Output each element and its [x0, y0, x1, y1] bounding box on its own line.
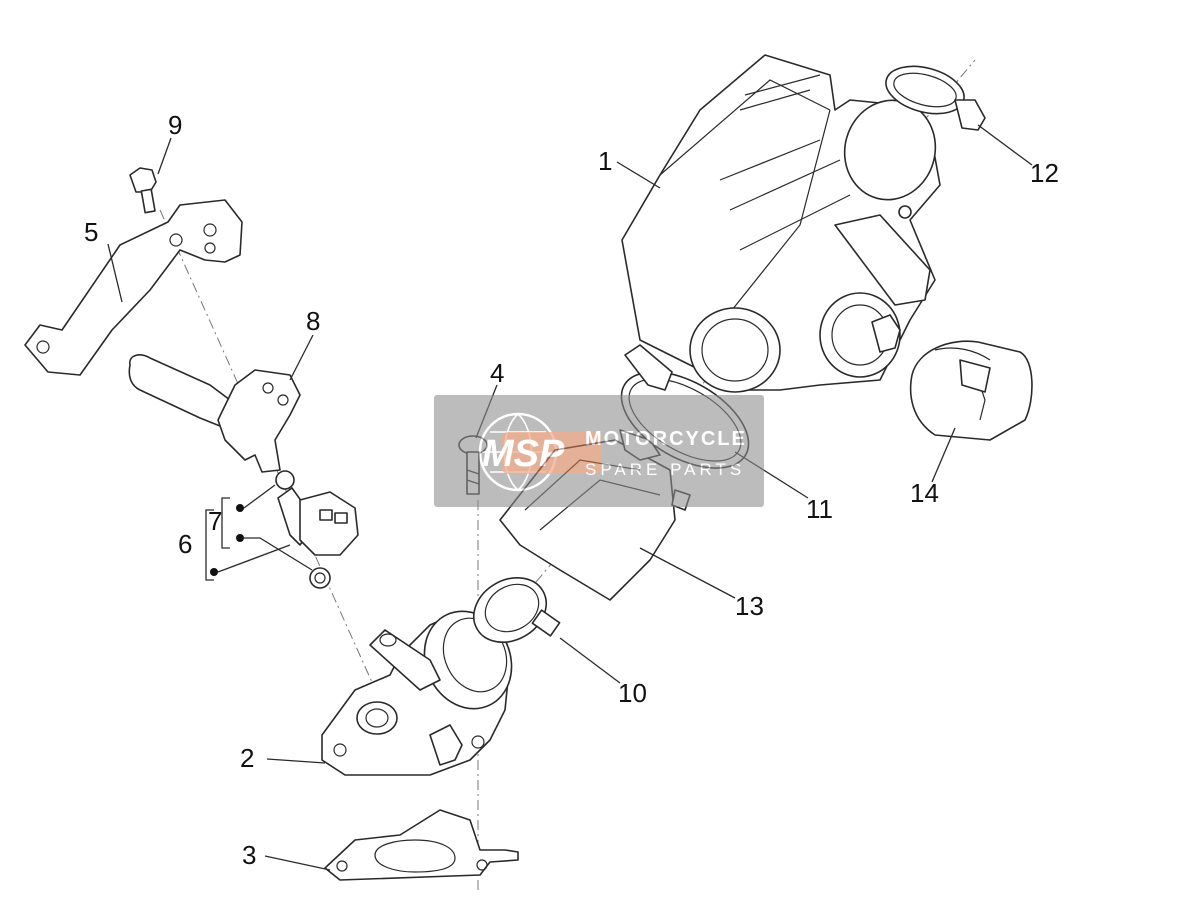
- callout-3: 3: [242, 840, 256, 870]
- part-1-throttle-body: [621, 54, 941, 393]
- watermark-logo: MSP: [482, 433, 565, 475]
- part-6-injector: [277, 487, 359, 589]
- callout-12: 12: [1030, 158, 1059, 188]
- part-3-gasket: [324, 809, 519, 881]
- part-8-sensor: [128, 354, 301, 490]
- group-bracket-6-7: [205, 484, 313, 581]
- callout-5: 5: [84, 217, 98, 247]
- callout-6: 6: [178, 529, 192, 559]
- callout-4: 4: [490, 358, 504, 388]
- callout-9: 9: [168, 110, 182, 140]
- callout-1: 1: [598, 146, 612, 176]
- watermark: MSP MOTORCYCLE SPARE PARTS: [434, 395, 764, 507]
- watermark-panel: [434, 395, 764, 507]
- watermark-line-2: SPARE PARTS: [585, 460, 745, 479]
- callout-13: 13: [735, 591, 764, 621]
- watermark-accent: [502, 432, 602, 474]
- part-5-bracket: [24, 199, 243, 376]
- callout-11: 11: [806, 494, 833, 524]
- callout-10: 10: [618, 678, 647, 708]
- callout-2: 2: [240, 743, 254, 773]
- callout-8: 8: [306, 306, 320, 336]
- part-10-clamp: [473, 577, 561, 643]
- callout-7: 7: [208, 506, 222, 536]
- part-12-clamp: [885, 65, 986, 131]
- watermark-line-1: MOTORCYCLE: [585, 428, 747, 450]
- callouts: 1 2 3 4 5 6 7 8 9 10 11 12 13 14: [84, 110, 1059, 870]
- callout-14: 14: [910, 478, 939, 508]
- part-14-cap: [909, 340, 1033, 441]
- part-9-bolt: [129, 167, 157, 214]
